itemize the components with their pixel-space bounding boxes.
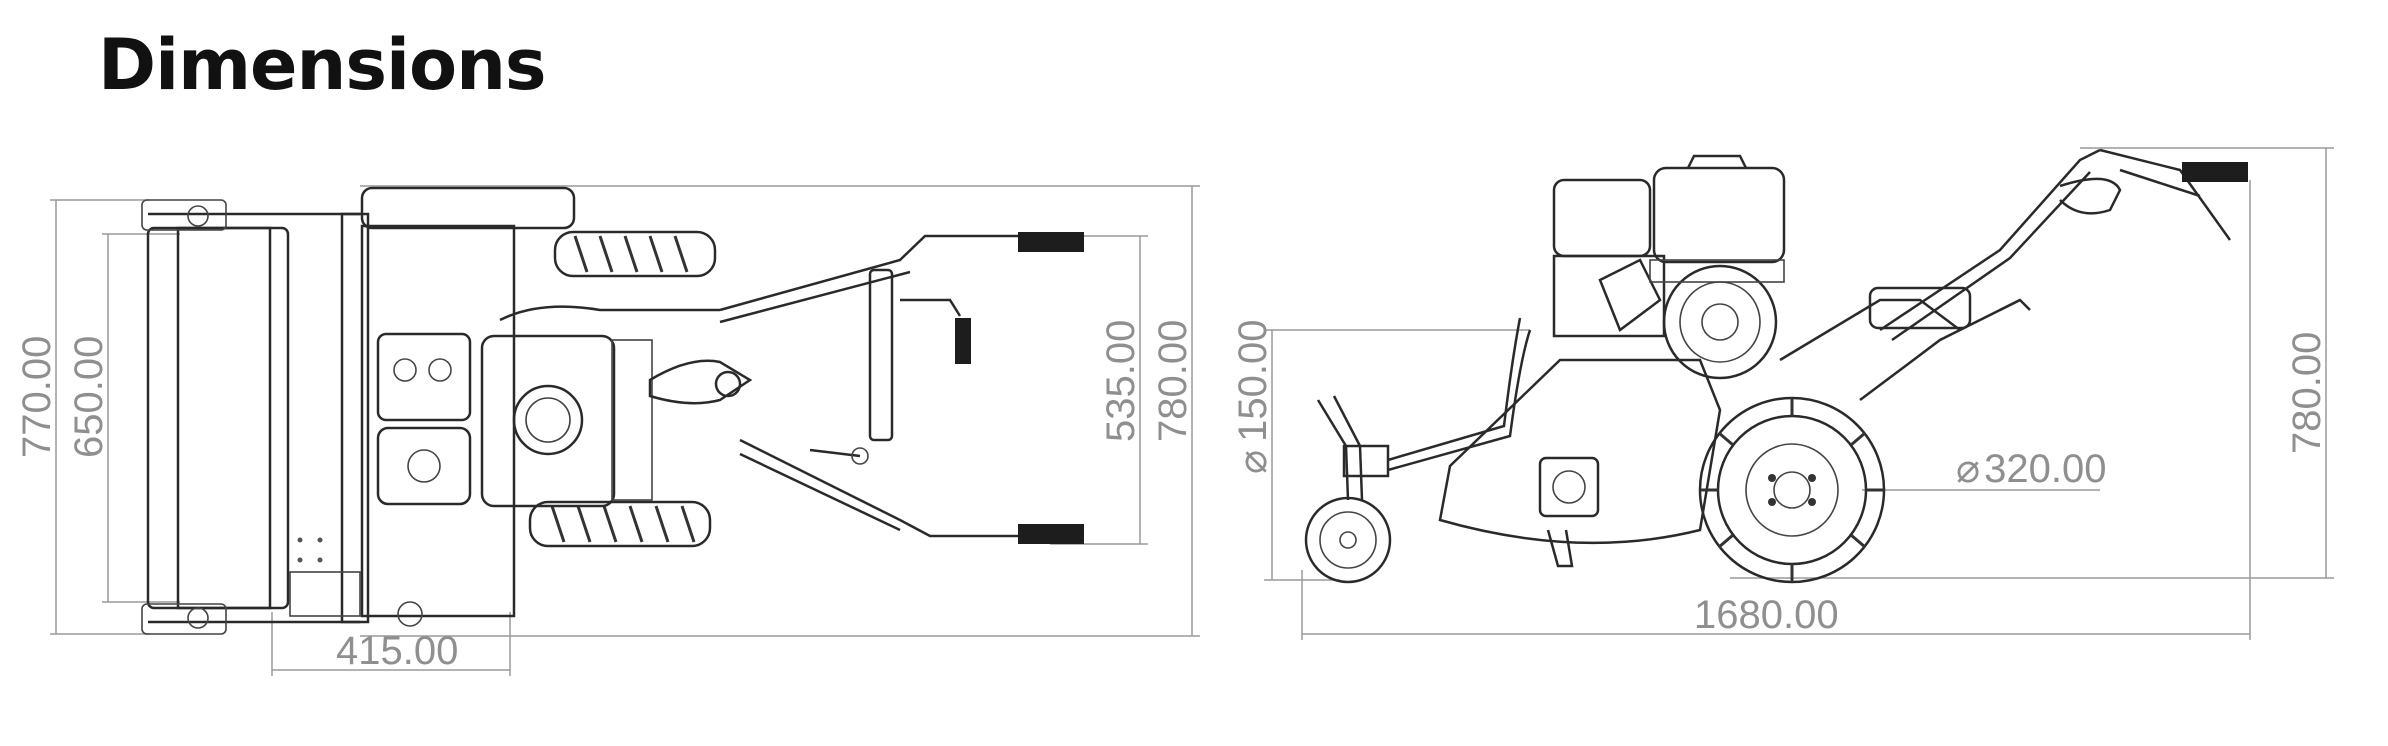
dim-caster-height-value: 150.00 (1231, 320, 1275, 442)
engine-top-view (376, 305, 720, 508)
side-view-dimension-lines (1264, 147, 2334, 640)
caster-wheel (1304, 395, 1392, 584)
top-view-drawing (50, 185, 1200, 676)
tiller-frame (141, 186, 576, 635)
dim-inner-width: 650.00 (67, 336, 111, 458)
dim-handle-width: 535.00 (1099, 320, 1143, 442)
dim-caster-height: ⌀ 150.00 (1231, 320, 1275, 474)
dim-overall-height-side: 780.00 (2285, 332, 2329, 454)
dim-wheel-diameter: ⌀320.00 (1956, 447, 2106, 491)
dim-overall-width: 770.00 (15, 336, 59, 458)
bottom-wheel (528, 500, 712, 548)
engine-side-view (1552, 154, 1786, 380)
page-title: Dimensions (98, 24, 547, 106)
handle-assembly (648, 234, 1020, 538)
dim-overall-length-top: 780.00 (1151, 320, 1195, 442)
main-wheel (1698, 396, 1886, 584)
handle-grips (955, 232, 1084, 544)
dim-overall-length-side: 1680.00 (1694, 593, 1839, 637)
dim-base-length: 415.00 (336, 629, 458, 673)
top-view-dimension-lines (50, 185, 1200, 676)
tine-housing (1387, 317, 1722, 568)
diameter-symbol-caster: ⌀ (1231, 450, 1275, 474)
top-wheel (553, 230, 717, 278)
dim-wheel-diameter-value: 320.00 (1984, 447, 2106, 491)
side-view-drawing (1264, 147, 2334, 640)
diameter-symbol-wheel: ⌀ (1956, 447, 1980, 491)
handlebar-side (1779, 148, 2248, 401)
